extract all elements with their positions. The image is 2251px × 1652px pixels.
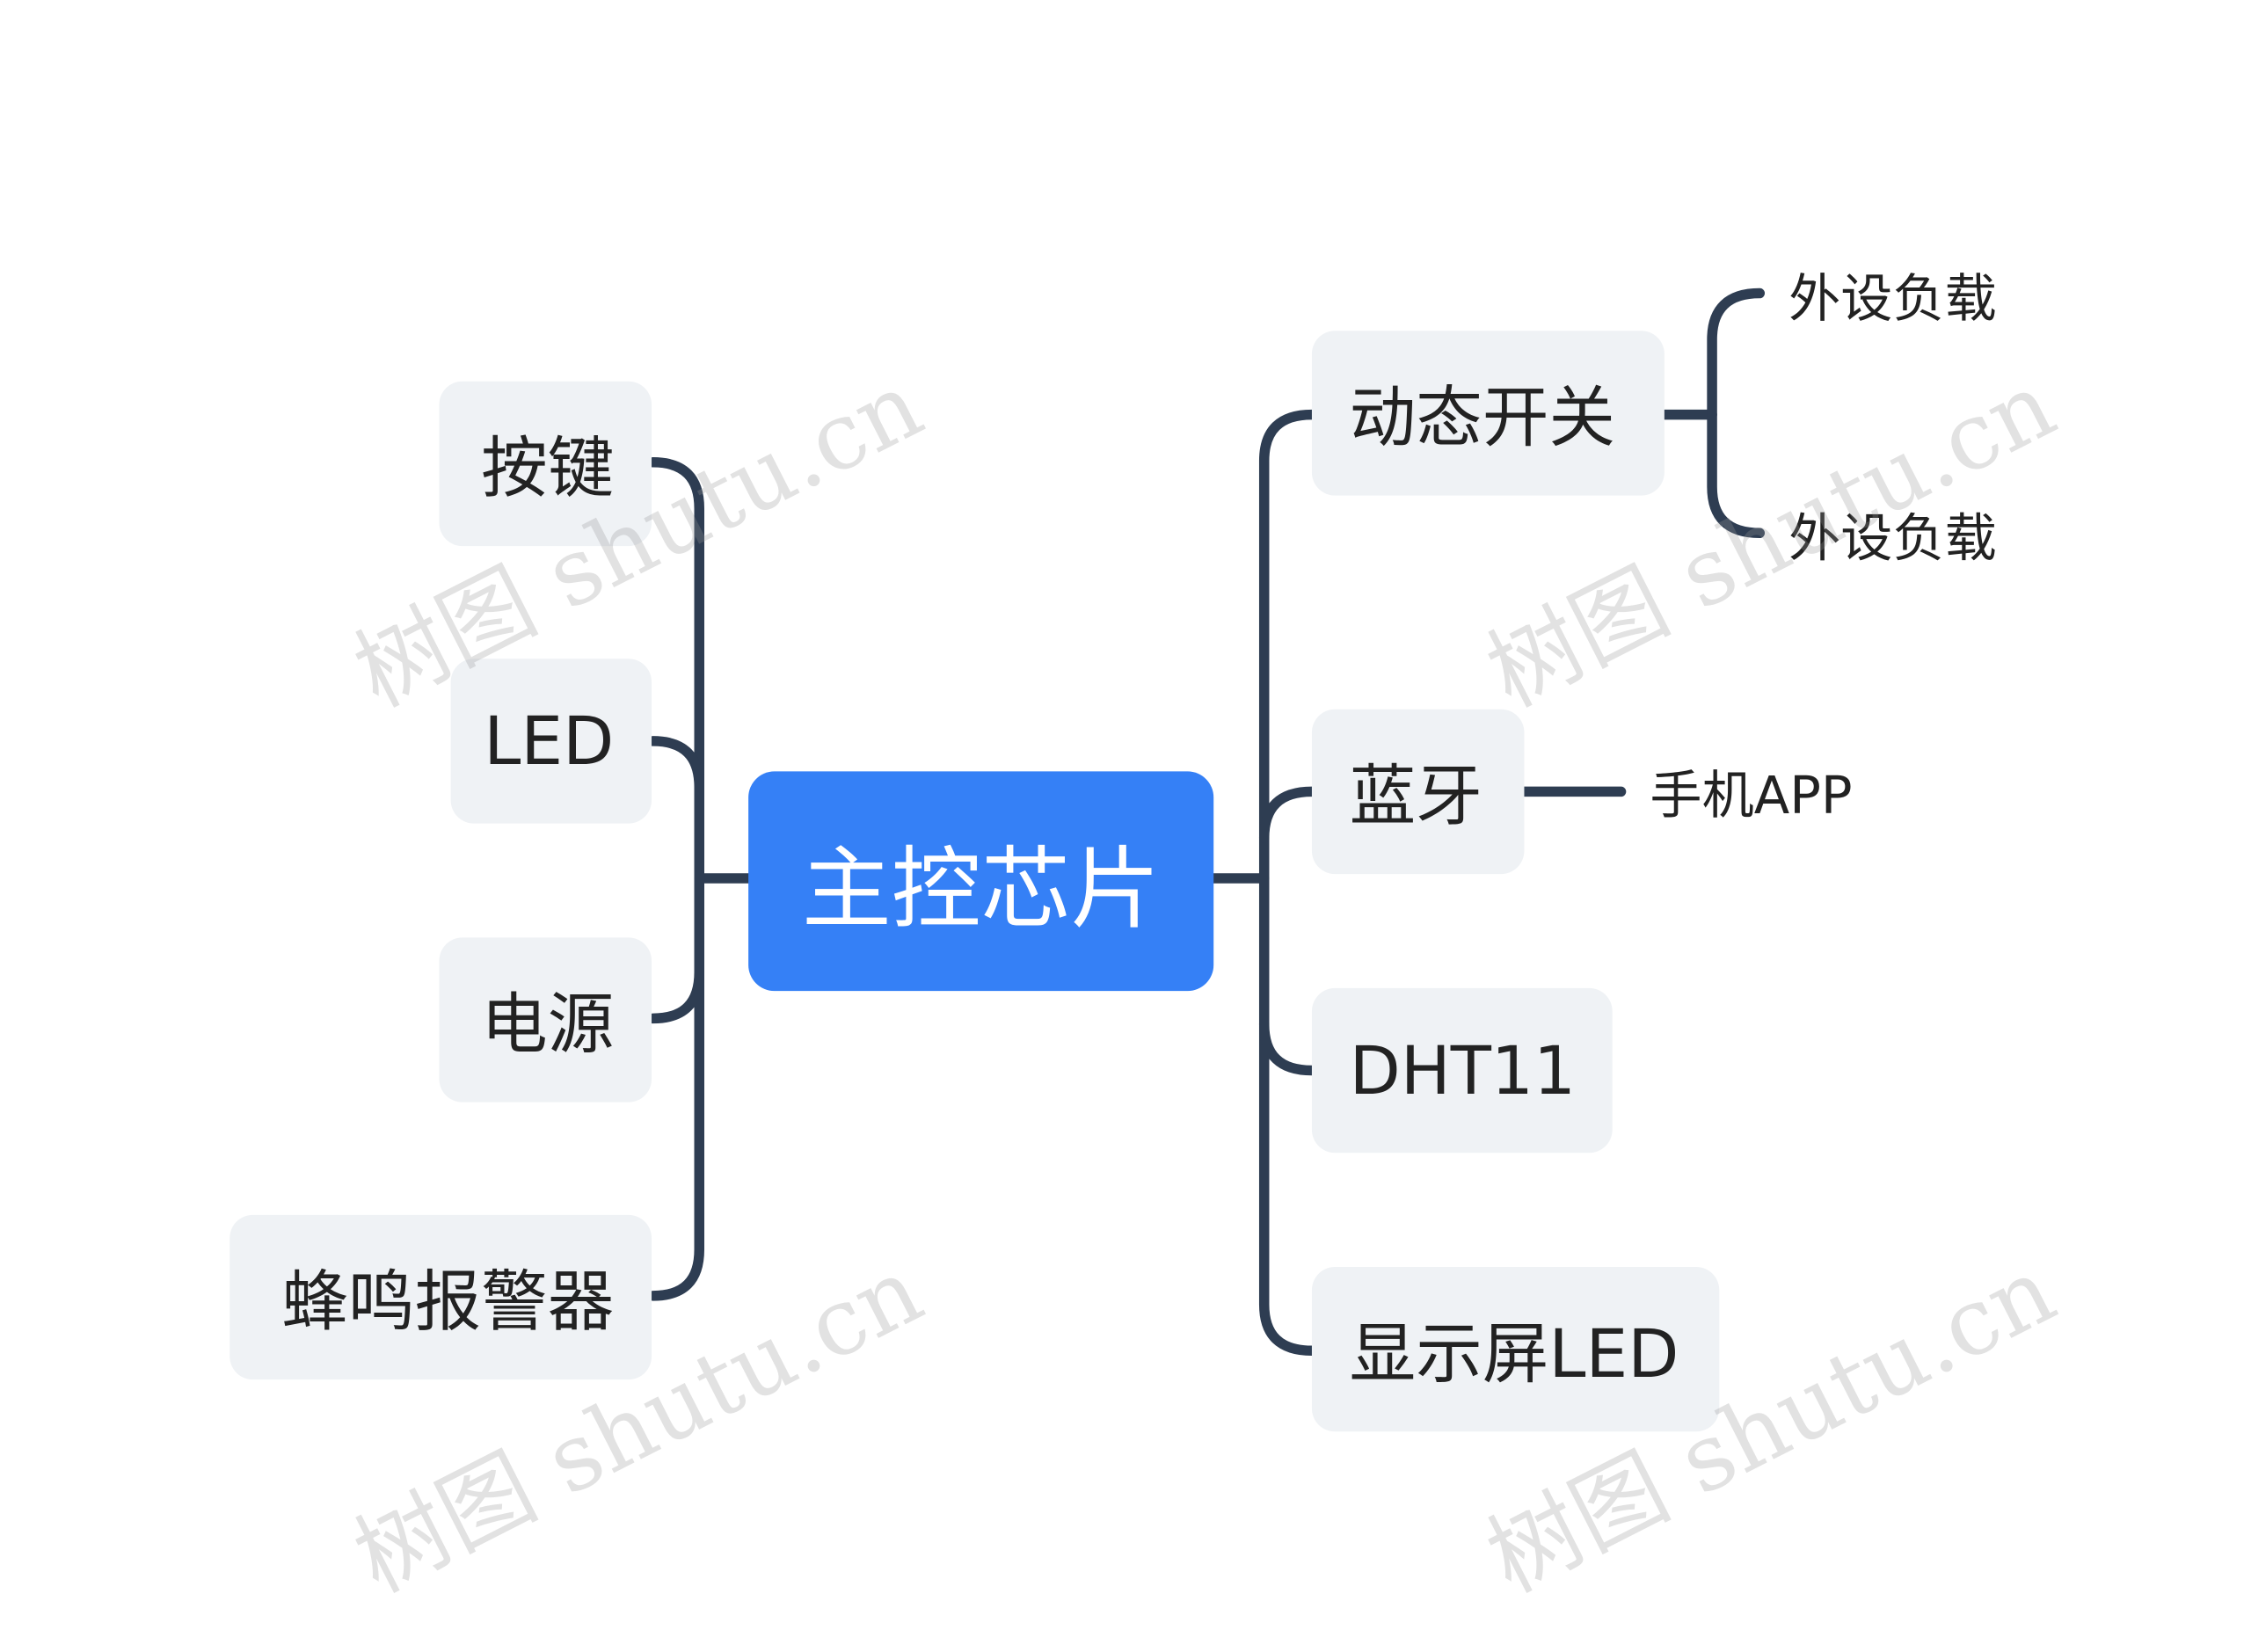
connector-led xyxy=(647,736,705,793)
root-node[interactable]: 主控芯片 xyxy=(748,771,1214,992)
node-phone-app[interactable]: 手机APP xyxy=(1650,754,1852,829)
node-power[interactable]: 电源 xyxy=(439,937,652,1103)
node-label: LED xyxy=(484,702,615,781)
connector-power xyxy=(647,967,705,1024)
node-led[interactable]: LED xyxy=(450,659,652,824)
node-label: 蓝牙 xyxy=(1349,756,1482,835)
connector-bluetooth xyxy=(1258,786,1317,843)
node-peripheral-load-1[interactable]: 外设负载 xyxy=(1788,257,1997,331)
node-display-led[interactable]: 显示屏LED xyxy=(1311,1266,1720,1432)
node-label: 电源 xyxy=(481,985,615,1064)
connector-right-spine xyxy=(1258,409,1317,1357)
node-label: 外设负载 xyxy=(1788,270,1997,330)
node-dynamic-switch[interactable]: 动态开关 xyxy=(1311,331,1665,496)
node-dht11[interactable]: DHT11 xyxy=(1311,987,1613,1153)
connector-switch-children xyxy=(1707,287,1766,539)
connector-dht11 xyxy=(1258,1019,1317,1076)
node-keys[interactable]: 按键 xyxy=(439,381,652,547)
node-label: DHT11 xyxy=(1349,1031,1577,1110)
root-label: 主控芯片 xyxy=(801,836,1161,942)
node-buzzer-alarm[interactable]: 蜂鸣报警器 xyxy=(229,1214,652,1380)
node-label: 手机APP xyxy=(1650,767,1853,826)
node-label: 动态开关 xyxy=(1349,378,1615,457)
node-label: 显示屏LED xyxy=(1349,1314,1679,1393)
node-bluetooth[interactable]: 蓝牙 xyxy=(1311,709,1525,875)
node-label: 蜂鸣报警器 xyxy=(281,1263,615,1341)
node-label: 外设负载 xyxy=(1788,510,1997,570)
node-peripheral-load-2[interactable]: 外设负载 xyxy=(1788,497,1997,571)
node-label: 按键 xyxy=(481,429,615,507)
connector-left-spine xyxy=(647,457,705,1301)
